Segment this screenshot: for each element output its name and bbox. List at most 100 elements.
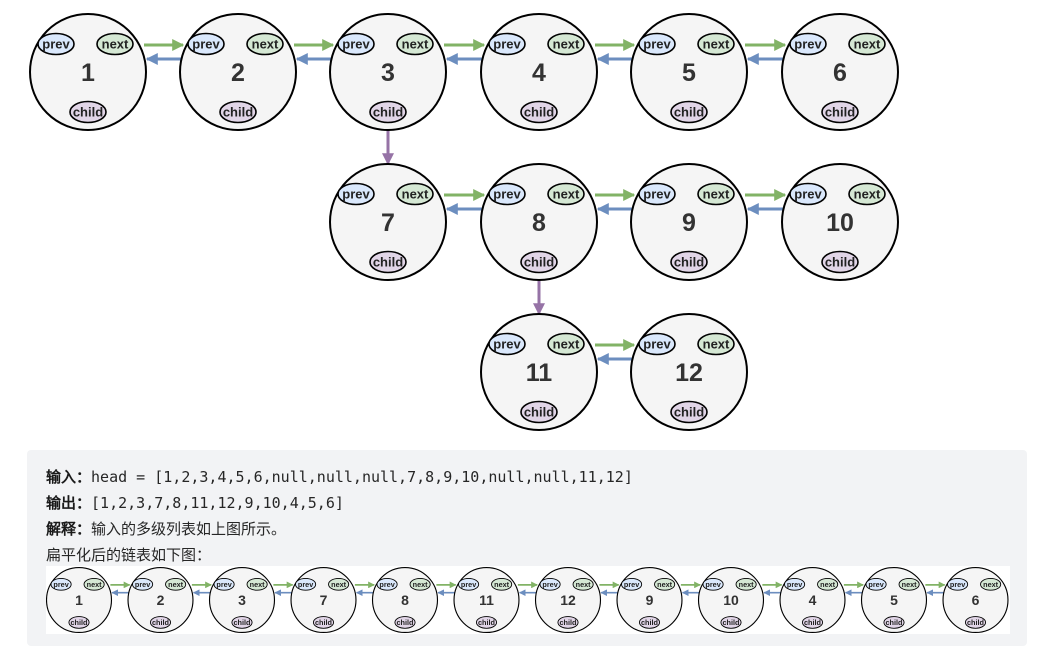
svg-text:prev: prev (794, 187, 822, 202)
node-value: 5 (682, 59, 696, 87)
prev-field: prev (187, 32, 225, 56)
svg-text:prev: prev (493, 37, 521, 52)
svg-text:next: next (168, 580, 184, 589)
svg-text:child: child (524, 405, 554, 420)
prev-field: prev (376, 577, 398, 591)
svg-text:next: next (854, 187, 881, 202)
next-field: next (848, 182, 886, 206)
svg-text:child: child (397, 618, 414, 627)
svg-text:child: child (560, 618, 577, 627)
next-field: next (817, 577, 839, 591)
node-value: 3 (238, 592, 246, 608)
child-field: child (720, 616, 742, 629)
child-field: child (394, 616, 416, 629)
svg-text:prev: prev (216, 580, 232, 589)
svg-text:child: child (524, 255, 554, 270)
next-field: next (735, 577, 757, 591)
prev-field: prev (37, 32, 75, 56)
next-field: next (165, 577, 187, 591)
node-value: 11 (526, 359, 553, 387)
input-line: 输入：head = [1,2,3,4,5,6,null,null,null,7,… (46, 466, 633, 487)
svg-text:prev: prev (493, 337, 521, 352)
svg-text:child: child (674, 255, 704, 270)
svg-text:child: child (723, 618, 740, 627)
node-value: 2 (157, 592, 165, 608)
prev-field: prev (488, 332, 526, 356)
node-value: 1 (81, 59, 95, 87)
svg-text:child: child (152, 618, 169, 627)
next-field: next (328, 577, 350, 591)
child-field: child (670, 100, 708, 124)
svg-text:child: child (373, 255, 403, 270)
child-field: child (312, 616, 335, 629)
next-field: next (848, 32, 886, 56)
output-line: 输出：[1,2,3,7,8,11,12,9,10,4,5,6] (46, 492, 344, 513)
child-field: child (557, 616, 579, 629)
prev-field: prev (638, 32, 676, 56)
svg-text:prev: prev (624, 580, 640, 589)
next-field: next (96, 32, 134, 56)
next-field: next (491, 577, 513, 591)
next-field: next (572, 577, 594, 591)
prev-field: prev (488, 182, 526, 206)
svg-text:next: next (494, 580, 510, 589)
svg-text:next: next (252, 37, 279, 52)
svg-text:child: child (886, 618, 903, 627)
svg-text:child: child (524, 105, 554, 120)
svg-text:child: child (315, 618, 332, 627)
node-value: 7 (320, 592, 328, 608)
svg-text:prev: prev (643, 337, 671, 352)
next-field: next (246, 577, 268, 591)
prev-field: prev (337, 32, 375, 56)
list-node-1: prev next child 1 (29, 13, 147, 131)
child-field: child (369, 250, 407, 274)
prev-field: prev (539, 577, 561, 591)
next-field: next (396, 32, 434, 56)
svg-text:next: next (413, 580, 429, 589)
svg-text:prev: prev (705, 580, 721, 589)
node-value: 10 (723, 592, 739, 608)
svg-text:child: child (73, 105, 103, 120)
prev-field: prev (865, 577, 887, 591)
node-value: 12 (675, 359, 703, 387)
svg-text:next: next (87, 580, 103, 589)
svg-text:prev: prev (379, 580, 395, 589)
child-field: child (638, 616, 661, 629)
svg-text:prev: prev (42, 37, 70, 52)
svg-text:next: next (553, 337, 580, 352)
example-box: 输入：head = [1,2,3,4,5,6,null,null,null,7,… (27, 450, 1027, 646)
child-field: child (69, 100, 107, 124)
prev-field: prev (132, 577, 154, 591)
node-value: 3 (381, 59, 395, 87)
child-field: child (520, 400, 558, 424)
prev-field: prev (488, 32, 526, 56)
svg-text:prev: prev (794, 37, 822, 52)
svg-text:child: child (674, 105, 704, 120)
explanation-text: 输入的多级列表如上图所示。 (91, 520, 287, 538)
svg-text:prev: prev (787, 580, 803, 589)
next-field: next (246, 32, 284, 56)
svg-text:next: next (854, 37, 881, 52)
svg-text:child: child (825, 105, 855, 120)
node-value: 7 (381, 209, 395, 237)
svg-text:prev: prev (643, 187, 671, 202)
child-field: child (520, 250, 558, 274)
next-field: next (547, 182, 585, 206)
svg-text:prev: prev (192, 37, 220, 52)
node-value: 4 (532, 59, 546, 87)
svg-text:prev: prev (868, 580, 884, 589)
svg-text:prev: prev (493, 187, 521, 202)
node-value: 12 (560, 592, 576, 608)
prev-field: prev (789, 32, 827, 56)
